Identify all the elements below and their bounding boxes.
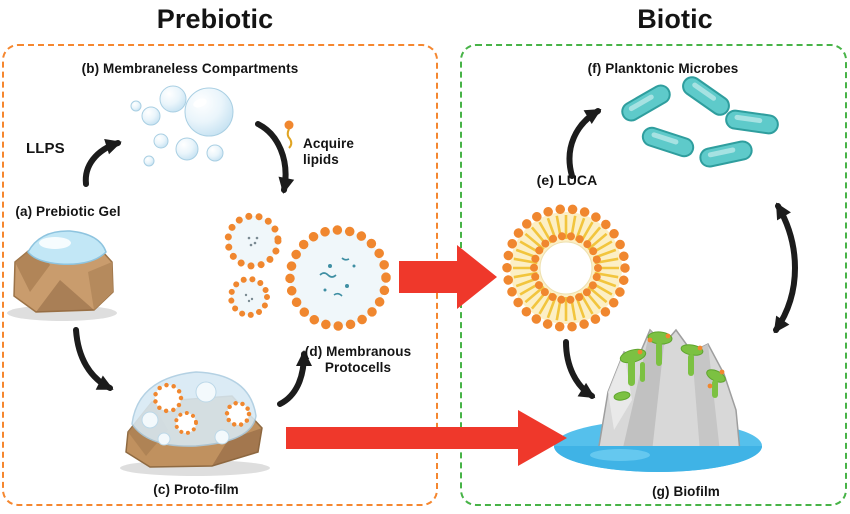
membraneless-compartments-illustration <box>130 85 234 167</box>
label-membranous-protocells: (d) Membranous Protocells <box>304 344 412 375</box>
gel-to-protofilm-arrow <box>73 327 114 391</box>
biofilm-illustration <box>554 328 762 472</box>
membranous-protocells-illustration <box>224 212 391 331</box>
label-llps: LLPS <box>26 140 65 157</box>
label-luca: (e) LUCA <box>536 172 598 188</box>
luca-illustration <box>502 204 630 332</box>
planktonic-microbes-illustration <box>621 76 779 168</box>
proto-film-illustration <box>120 371 270 476</box>
label-prebiotic-gel: (a) Prebiotic Gel <box>15 204 121 219</box>
label-biofilm: (g) Biofilm <box>652 484 720 499</box>
prebiotic-title: Prebiotic <box>156 4 274 34</box>
label-planktonic-microbes: (f) Planktonic Microbes <box>587 61 739 76</box>
prebiotic-gel-illustration <box>7 230 117 321</box>
microbes-biofilm-double-arrow <box>773 202 798 334</box>
luca-to-biofilm-arrow <box>563 339 596 399</box>
label-membraneless-compartments: (b) Membraneless Compartments <box>81 61 299 76</box>
process-arrows <box>73 108 798 407</box>
protocells-to-luca-red-arrow <box>399 245 497 309</box>
luca-to-microbes-arrow <box>566 108 602 179</box>
acquire-lipids-arrow <box>255 121 295 194</box>
biotic-title: Biotic <box>637 4 713 34</box>
llps-arrow <box>82 139 122 187</box>
protofilm-to-biofilm-red-arrow <box>286 410 567 466</box>
label-proto-film: (c) Proto-film <box>153 482 239 497</box>
protofilm-to-protocells-arrow <box>277 350 312 407</box>
label-acquire-lipids: Acquire lipids <box>303 136 354 167</box>
transition-arrows <box>286 245 567 466</box>
lipid-icon <box>284 120 294 149</box>
